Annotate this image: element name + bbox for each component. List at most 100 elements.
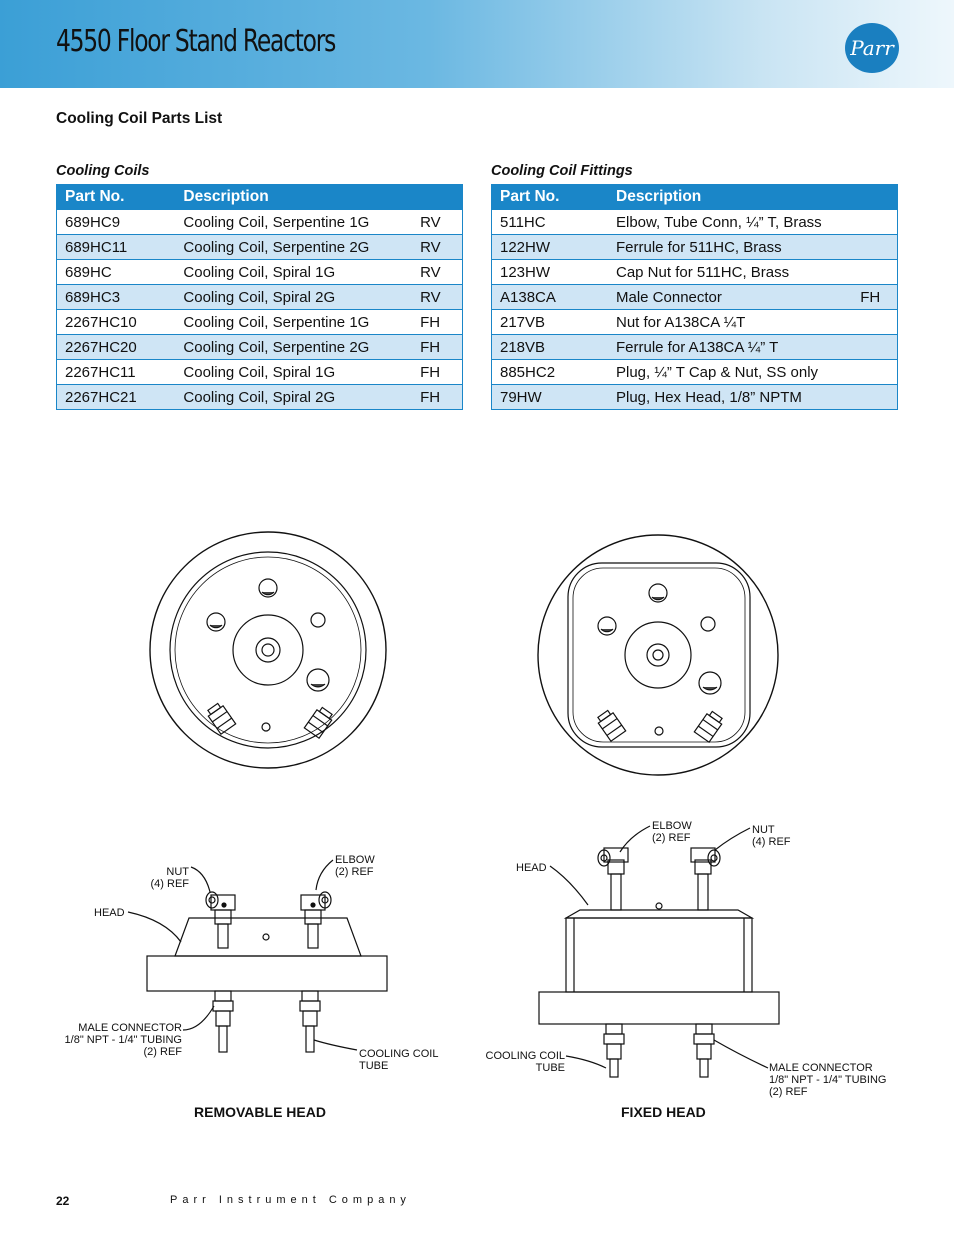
label-nut-right: NUT(4) REF <box>752 824 791 848</box>
cooling-coils-caption: Cooling Coils <box>56 163 150 179</box>
cell-code <box>852 384 898 410</box>
caption-fixed-head: FIXED HEAD <box>621 1104 706 1120</box>
cell-description: Cooling Coil, Serpentine 1G <box>175 209 413 235</box>
cell-description: Plug, ¼” T Cap & Nut, SS only <box>608 359 853 385</box>
label-nut-text: NUT <box>166 866 189 878</box>
cell-description: Cooling Coil, Spiral 1G <box>175 359 413 385</box>
fittings-caption: Cooling Coil Fittings <box>491 163 633 179</box>
cell-description: Cooling Coil, Spiral 2G <box>175 284 413 310</box>
cell-part-no: 2267HC11 <box>56 359 176 385</box>
cell-part-no: 689HC3 <box>56 284 176 310</box>
label-nut-ref: (4) REF <box>752 836 791 848</box>
table-header-row: Part No. Description <box>56 184 463 210</box>
label-elbow-text: ELBOW <box>335 854 375 866</box>
cell-part-no: A138CA <box>491 284 608 310</box>
label-nut-ref: (4) REF <box>150 878 190 890</box>
cell-part-no: 123HW <box>491 259 608 285</box>
cell-part-no: 2267HC21 <box>56 384 176 410</box>
cell-description: Cooling Coil, Spiral 2G <box>175 384 413 410</box>
page-number: 22 <box>56 1194 70 1208</box>
label-elbow-text: ELBOW <box>652 820 692 832</box>
cell-part-no: 689HC9 <box>56 209 176 235</box>
cell-part-no: 689HC11 <box>56 234 176 260</box>
logo-text: Parr <box>849 36 895 60</box>
cell-part-no: 218VB <box>491 334 608 360</box>
cell-description: Male Connector <box>608 284 853 310</box>
cell-part-no: 217VB <box>491 309 608 335</box>
cell-code <box>852 309 898 335</box>
label-coil-text: COOLING COIL <box>359 1048 439 1060</box>
label-elbow-right: ELBOW(2) REF <box>652 820 692 844</box>
cell-description: Cooling Coil, Serpentine 1G <box>175 309 413 335</box>
label-male-text: MALE CONNECTOR <box>78 1022 182 1034</box>
page-title: 4550 Floor Stand Reactors <box>56 24 336 59</box>
cell-code <box>852 209 898 235</box>
cell-part-no: 122HW <box>491 234 608 260</box>
col-header-part: Part No. <box>56 184 176 210</box>
cell-part-no: 885HC2 <box>491 359 608 385</box>
cell-code <box>852 234 898 260</box>
cell-code <box>852 359 898 385</box>
label-male-text: MALE CONNECTOR <box>769 1062 873 1074</box>
label-elbow-ref: (2) REF <box>335 866 374 878</box>
cell-code <box>852 334 898 360</box>
fixed-head-side-view <box>538 825 780 1078</box>
parr-logo: Parr <box>845 23 899 73</box>
cell-description: Cap Nut for 511HC, Brass <box>608 259 853 285</box>
section-title: Cooling Coil Parts List <box>56 110 223 127</box>
cell-description: Nut for A138CA ¼T <box>608 309 853 335</box>
label-coil-text: COOLING COIL <box>485 1050 565 1062</box>
removable-head-side-view <box>127 859 388 1053</box>
table-header-row: Part No. Description <box>491 184 898 210</box>
cell-part-no: 2267HC20 <box>56 334 176 360</box>
cell-code <box>852 259 898 285</box>
col-header-description: Description <box>175 184 463 210</box>
cell-code: FH <box>412 309 463 335</box>
cell-description: Cooling Coil, Serpentine 2G <box>175 234 413 260</box>
cell-description: Cooling Coil, Serpentine 2G <box>175 334 413 360</box>
fixed-head-top-view <box>537 534 779 776</box>
cell-code: FH <box>412 384 463 410</box>
label-male-spec: 1/8" NPT - 1/4" TUBING <box>769 1074 887 1086</box>
col-header-part: Part No. <box>491 184 608 210</box>
cell-part-no: 689HC <box>56 259 176 285</box>
cell-code: FH <box>852 284 898 310</box>
label-elbow-ref: (2) REF <box>652 832 691 844</box>
label-male-ref: (2) REF <box>769 1086 808 1098</box>
label-coil-tube: TUBE <box>535 1062 565 1074</box>
label-nut-left: NUT(4) REF <box>130 866 190 890</box>
cell-description: Ferrule for A138CA ¼” T <box>608 334 853 360</box>
cell-description: Elbow, Tube Conn, ¼” T, Brass <box>608 209 853 235</box>
col-header-description: Description <box>608 184 898 210</box>
header-banner: 4550 Floor Stand Reactors Parr <box>0 0 954 88</box>
cell-code: FH <box>412 359 463 385</box>
cell-code: RV <box>412 284 463 310</box>
cell-part-no: 511HC <box>491 209 608 235</box>
cell-part-no: 2267HC10 <box>56 309 176 335</box>
label-coil-tube: TUBE <box>359 1060 389 1072</box>
label-head-left: HEAD <box>94 907 125 919</box>
cell-part-no: 79HW <box>491 384 608 410</box>
cell-code: FH <box>412 334 463 360</box>
label-head-right: HEAD <box>516 862 547 874</box>
caption-removable-head: REMOVABLE HEAD <box>194 1104 326 1120</box>
label-male-ref: (2) REF <box>143 1046 183 1058</box>
cell-description: Cooling Coil, Spiral 1G <box>175 259 413 285</box>
